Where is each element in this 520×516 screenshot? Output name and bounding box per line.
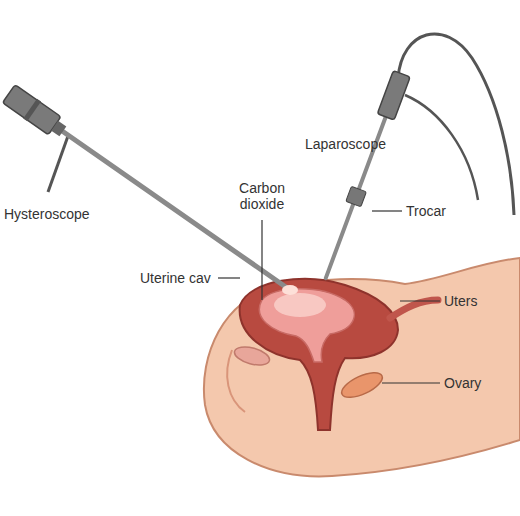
- part-label: Hysteroscope: [4, 206, 90, 222]
- leader-line: [218, 277, 240, 278]
- laparoscope-cable: [398, 34, 514, 215]
- left-structure: [233, 344, 272, 369]
- part-label: Carbon dioxide: [225, 180, 299, 212]
- cavity-glow: [274, 293, 326, 317]
- part-label: Uterine cav: [140, 270, 211, 286]
- part-label: Uters: [444, 293, 477, 309]
- leader-line: [382, 382, 440, 383]
- uterine-cavity: [259, 289, 354, 362]
- laparoscope: [317, 71, 410, 282]
- leader-line: [400, 300, 440, 301]
- part-label: Trocar: [406, 203, 446, 219]
- ovary: [338, 368, 385, 403]
- leader-line: [261, 220, 262, 300]
- scope-tip-glow: [282, 285, 298, 295]
- laparoscope-cable-2: [405, 95, 478, 200]
- body-outline: [204, 258, 520, 476]
- leader-line: [372, 210, 402, 211]
- part-label: Ovary: [444, 375, 481, 391]
- fallopian-tube: [390, 300, 438, 318]
- hysteroscope-cable: [48, 136, 68, 192]
- part-label: Laparoscope: [305, 136, 386, 152]
